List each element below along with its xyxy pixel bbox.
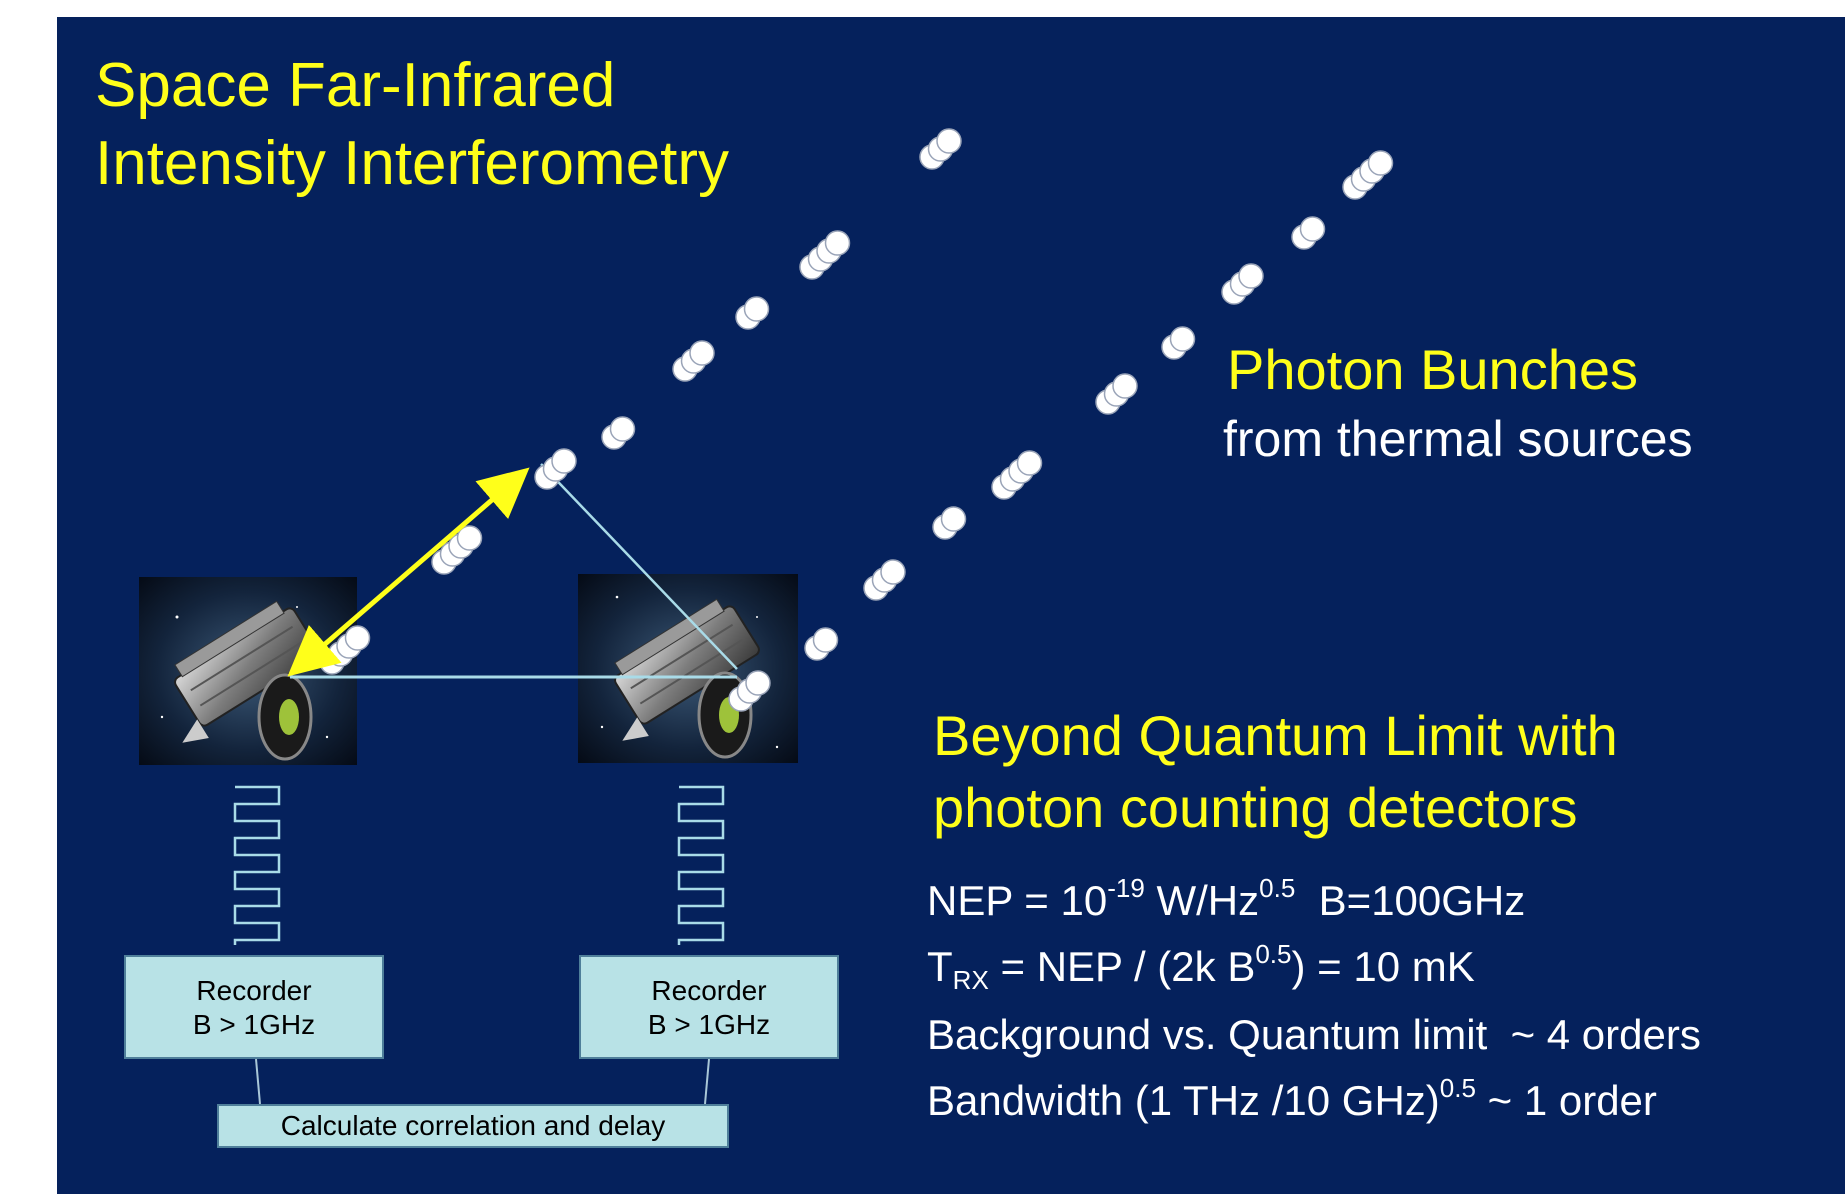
photon-dot <box>609 416 636 442</box>
recorder-1-bandwidth: B > 1GHz <box>192 1009 316 1040</box>
photon-dot <box>745 670 771 696</box>
photon-dot <box>1238 263 1264 289</box>
recorder-box-1: Recorder B > 1GHz <box>124 955 384 1059</box>
eq-nep-bandwidth: B=100GHz <box>1295 877 1526 924</box>
beyond-quantum-heading: Beyond Quantum Limit with photon countin… <box>933 700 1618 844</box>
photon-dot <box>1367 150 1394 176</box>
eq-nep-exp2: 0.5 <box>1259 872 1296 903</box>
recorder-1-label: Recorder <box>196 975 312 1006</box>
equation-trx: TRX = NEP / (2k B0.5) = 10 mK <box>927 940 1475 994</box>
correlator-box: Calculate correlation and delay <box>217 1104 729 1148</box>
photon-dot <box>880 559 906 585</box>
eq-trx-text: = NEP / (2k B <box>988 943 1256 990</box>
equation-nep: NEP = 10-19 W/Hz0.5 B=100GHz <box>927 874 1525 928</box>
photon-dot <box>689 340 715 366</box>
connector-2 <box>704 1058 710 1105</box>
diagram-graphics <box>139 128 1394 1105</box>
eq-bw-result: ~ 1 order <box>1475 1077 1657 1124</box>
slide: Space Far-Infrared Intensity Interferome… <box>57 17 1845 1194</box>
photon-bunches-heading: Photon Bunches <box>1227 338 1638 401</box>
photon-dot <box>1169 326 1196 352</box>
photon-dot <box>940 506 967 532</box>
recorder-2-label: Recorder <box>651 975 767 1006</box>
eq-bw-text: Bandwidth (1 THz /10 GHz) <box>927 1077 1440 1124</box>
slide-title: Space Far-Infrared Intensity Interferome… <box>95 47 729 203</box>
photon-dot <box>1299 216 1326 242</box>
photon-dot <box>824 230 851 256</box>
eq-trx-t: T <box>927 943 953 990</box>
eq-trx-result: ) = 10 mK <box>1291 943 1475 990</box>
eq-trx-exp: 0.5 <box>1255 938 1292 969</box>
photon-dot <box>1016 450 1043 476</box>
telescope-2-image <box>578 574 798 763</box>
recorder-box-2: Recorder B > 1GHz <box>579 955 839 1059</box>
equation-background: Background vs. Quantum limit ~ 4 orders <box>927 1011 1701 1058</box>
slide-title-line1: Space Far-Infrared <box>95 51 616 120</box>
photon-stream-2 <box>728 150 1394 712</box>
photon-bunches-subtitle: from thermal sources <box>1223 411 1693 467</box>
photon-dot <box>1112 373 1138 399</box>
equation-bandwidth: Bandwidth (1 THz /10 GHz)0.5 ~ 1 order <box>927 1074 1657 1128</box>
eq-bw-exp: 0.5 <box>1439 1072 1476 1103</box>
pulse-train-2 <box>677 785 725 945</box>
eq-trx-sub: RX <box>952 964 989 995</box>
path-difference-arrow <box>287 467 530 677</box>
photon-dot <box>743 296 770 322</box>
photon-dot <box>812 627 839 653</box>
connector-1 <box>255 1058 261 1105</box>
pulse-train-1 <box>233 785 281 945</box>
photon-dot <box>344 625 371 651</box>
beyond-line1: Beyond Quantum Limit with <box>933 704 1618 767</box>
photon-dot <box>551 448 577 474</box>
eq-nep-text: NEP = 10 <box>927 877 1108 924</box>
beyond-line2: photon counting detectors <box>933 776 1578 839</box>
eq-nep-unit: W/Hz <box>1144 877 1260 924</box>
delay-line <box>540 463 738 670</box>
eq-nep-exp1: -19 <box>1107 872 1145 903</box>
photon-dot <box>936 128 962 154</box>
slide-title-line2: Intensity Interferometry <box>95 129 730 198</box>
recorder-2-bandwidth: B > 1GHz <box>647 1009 771 1040</box>
